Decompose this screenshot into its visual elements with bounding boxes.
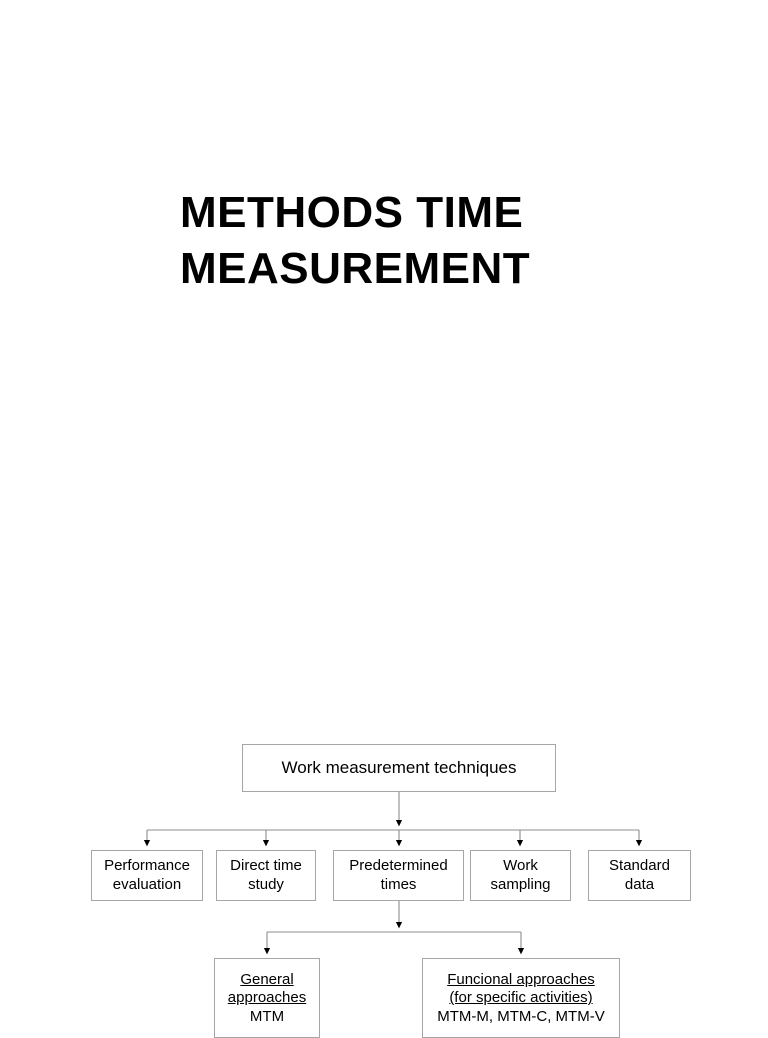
node-label-line-1: Standard (609, 857, 670, 875)
page-title-line-1: METHODS TIME (180, 188, 524, 237)
node-funcional-approaches[interactable]: Funcional approaches (for specific activ… (422, 958, 620, 1038)
node-label: Standard data (593, 857, 686, 894)
node-label: Work measurement techniques (281, 757, 517, 777)
node-label-line-2: times (380, 875, 417, 893)
node-body-line-1: MTM-M, MTM-C, MTM-V (437, 1007, 605, 1025)
node-general-approaches[interactable]: General approaches MTM (214, 958, 320, 1038)
node-label-line-2: study (248, 875, 284, 893)
node-standard-data[interactable]: Standard data (588, 850, 691, 901)
node-label-line-2: data (624, 875, 655, 893)
node-label-line-1: Direct time (230, 857, 302, 875)
page-title-line-2: MEASUREMENT (180, 244, 531, 294)
node-direct-time-study[interactable]: Direct time study (216, 850, 316, 901)
node-label-line-1: Predetermined (349, 857, 448, 875)
node-work-measurement-techniques[interactable]: Work measurement techniques (242, 744, 556, 792)
node-label: Work sampling (475, 857, 566, 894)
page-title: METHODS TIME MEASUREMENT (180, 185, 600, 298)
node-label-line-1: Work (503, 857, 538, 875)
node-label: Predetermined times (338, 857, 459, 894)
node-label-line-2: sampling (490, 875, 551, 893)
node-label: Funcional approaches (for specific activ… (427, 971, 615, 1026)
node-label-line-2: evaluation (112, 875, 182, 893)
node-heading-line-1: General (240, 971, 294, 988)
node-label-line-1: Performance (104, 857, 190, 875)
node-performance-evaluation[interactable]: Performance evaluation (91, 850, 203, 901)
node-label: Performance evaluation (96, 857, 198, 894)
node-predetermined-times[interactable]: Predetermined times (333, 850, 464, 901)
node-heading-line-2: approaches (227, 989, 307, 1007)
node-heading-line-2: (for specific activities) (449, 989, 593, 1007)
node-body-line-1: MTM (249, 1007, 285, 1025)
node-label: General approaches MTM (219, 971, 315, 1026)
node-heading-line-1: Funcional approaches (447, 971, 595, 988)
node-label: Direct time study (221, 857, 311, 894)
node-work-sampling[interactable]: Work sampling (470, 850, 571, 901)
